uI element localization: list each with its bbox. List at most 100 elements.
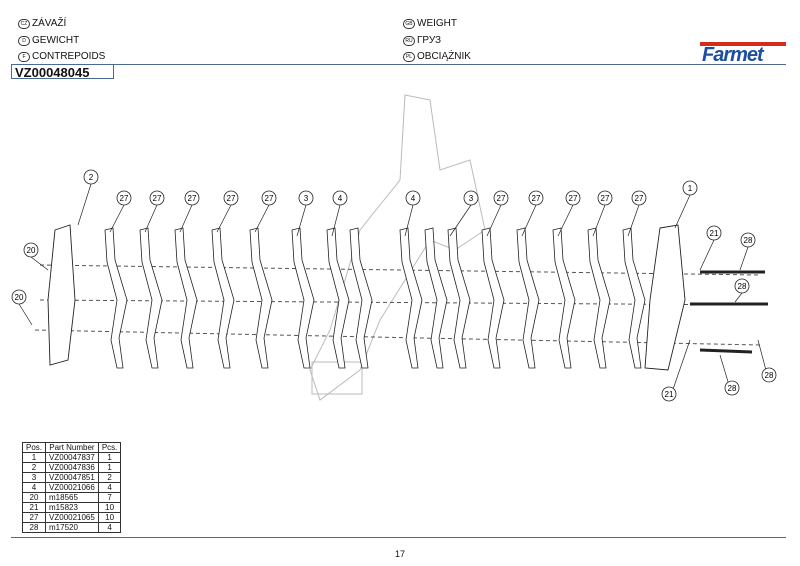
pcs-cell: 7 <box>97 492 122 503</box>
leader-line <box>216 204 232 233</box>
weight-plate <box>104 227 128 369</box>
callout-label: 27 <box>601 194 610 203</box>
lang-code-icon: PL <box>403 51 415 62</box>
pos-cell: 3 <box>21 472 47 483</box>
leader-line <box>592 204 606 237</box>
page-number: 17 <box>394 549 405 559</box>
callout-circle <box>740 232 756 248</box>
pos-cell: 20 <box>21 492 47 503</box>
weight-plate <box>447 227 471 369</box>
leader-line <box>18 303 33 326</box>
part-number-cell: VZ00047836 <box>45 462 99 473</box>
callout-label: 3 <box>469 194 474 203</box>
title-text: ZÁVAŽÍ <box>32 18 67 29</box>
callout-label: 27 <box>227 194 236 203</box>
callout-label: 28 <box>738 282 747 291</box>
part-number-cell: VZ00047851 <box>45 472 99 483</box>
callout-label: 21 <box>665 390 674 399</box>
col-pos: Pos. <box>21 442 47 453</box>
end-plate-right <box>644 224 686 371</box>
callout-circle <box>724 380 740 396</box>
leader-line <box>449 204 472 237</box>
header-divider <box>114 64 786 65</box>
frame-outline <box>309 94 486 401</box>
pos-cell: 21 <box>21 502 47 513</box>
leader-line <box>627 204 640 237</box>
leader-line <box>296 204 307 237</box>
title-text: CONTREPOIDS <box>32 51 106 62</box>
weight-plate <box>249 227 273 369</box>
callout-label: 27 <box>120 194 129 203</box>
pos-cell: 4 <box>21 482 47 493</box>
lang-code-icon: GB <box>403 18 415 29</box>
leader-line <box>254 204 270 233</box>
callout-label: 27 <box>532 194 541 203</box>
callout-label: 27 <box>635 194 644 203</box>
hitch-plate <box>311 361 363 395</box>
callout-circle <box>184 190 200 206</box>
callout-circle <box>761 367 777 383</box>
part-number-cell: m18565 <box>45 492 99 503</box>
pcs-cell: 1 <box>97 462 122 473</box>
title-text: GEWICHT <box>32 35 80 46</box>
weight-plate <box>139 227 163 369</box>
weight-plate <box>552 227 576 369</box>
lang-code-icon: F <box>18 51 30 62</box>
leader-line <box>109 204 125 233</box>
callout-label: 2 <box>89 173 94 182</box>
callout-circle <box>597 190 613 206</box>
callout-circle <box>661 386 677 402</box>
leader-line <box>674 194 691 229</box>
callout-label: 27 <box>265 194 274 203</box>
callout-label: 27 <box>153 194 162 203</box>
leader-line <box>144 204 158 233</box>
farmet-logo: Farmet <box>700 42 786 66</box>
callout-label: 1 <box>688 184 693 193</box>
weight-plate <box>516 227 540 369</box>
footer-divider <box>11 537 786 538</box>
end-plate-left <box>47 224 76 366</box>
bolt-axis <box>39 264 761 276</box>
weight-plate <box>211 227 235 369</box>
leader-line <box>77 183 92 226</box>
leader-line <box>179 204 193 233</box>
bolt-axis <box>34 329 761 346</box>
callout-circle <box>116 190 132 206</box>
part-number-cell: VZ00021065 <box>45 512 99 523</box>
callout-circle <box>223 190 239 206</box>
callout-circle <box>463 190 479 206</box>
callout-circle <box>682 180 698 196</box>
title-text: WEIGHT <box>417 18 457 29</box>
part-number-cell: m15823 <box>45 502 99 513</box>
logo-text: Farmet <box>702 44 764 66</box>
part-number-cell: m17520 <box>45 522 99 533</box>
callout-label: 28 <box>728 384 737 393</box>
part-number-cell: VZ00021066 <box>45 482 99 493</box>
pcs-cell: 10 <box>97 512 122 523</box>
callout-circle <box>332 190 348 206</box>
callout-label: 20 <box>27 246 36 255</box>
leader-line <box>521 204 537 237</box>
title-text: OBCIĄŻNIK <box>417 51 471 62</box>
callout-label: 21 <box>710 229 719 238</box>
callout-label: 27 <box>188 194 197 203</box>
drawing-code: VZ00048045 <box>11 64 114 80</box>
leader-line <box>404 204 414 237</box>
weight-plate <box>481 227 505 369</box>
pos-cell: 27 <box>21 512 47 523</box>
lang-code-icon: RU <box>403 35 415 46</box>
weight-plate <box>174 227 198 369</box>
callout-circle <box>631 190 647 206</box>
